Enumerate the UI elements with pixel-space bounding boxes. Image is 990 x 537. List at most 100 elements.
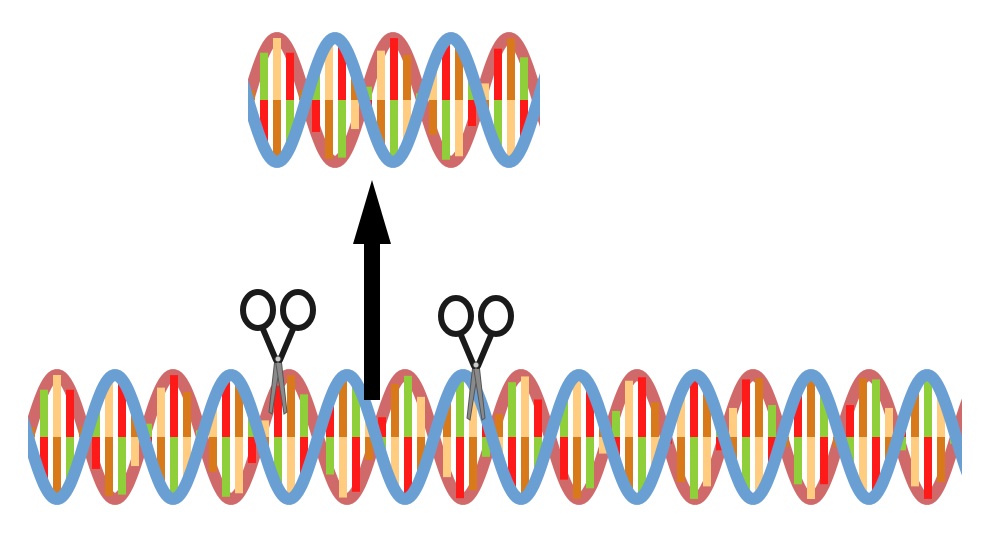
dna-strand-blue [28,369,962,505]
base-pair [260,52,268,100]
base-pair [378,417,386,437]
base-pair [963,437,971,472]
base-pair [14,437,22,469]
base-pair [92,437,100,469]
base-pair [573,375,581,437]
base-pair [222,437,230,497]
base-pair [40,389,48,437]
base-pair [377,100,385,150]
base-pair [235,437,243,494]
base-pair [287,375,295,437]
base-pair [638,437,646,497]
base-pair [300,437,308,480]
base-pair [521,376,529,437]
base-pair [170,437,178,499]
base-pair [807,375,815,437]
base-pair [66,389,74,437]
base-pair [651,402,659,437]
base-pair [455,43,463,100]
base-pair [911,437,919,487]
base-pair [937,437,945,483]
scissor-ring [478,295,514,337]
base-pair [508,382,516,437]
base-pair [586,385,594,437]
base-pair [105,437,113,496]
base-pair [768,405,776,437]
base-pair [274,385,282,437]
base-pair [261,420,269,437]
base-pair [260,100,268,148]
base-pair [534,437,542,475]
base-pair [507,100,515,162]
base-pair [742,379,750,437]
base-pair [924,437,932,499]
base-pair [690,375,698,437]
excised-dna-segment [234,32,554,168]
base-pair [326,399,334,437]
base-pair [417,396,425,437]
base-pair [690,437,698,499]
scissor-ring [438,295,474,337]
long-dna-helix [14,369,971,505]
base-pair [638,377,646,437]
scissors-icon [438,295,514,421]
base-pair [339,376,347,437]
base-pair [520,100,528,143]
base-pair [157,437,165,487]
base-pair [351,100,359,130]
scissor-pivot [274,355,282,363]
base-pair [325,100,333,159]
base-pair [404,375,412,437]
base-pair [924,375,932,437]
base-pair [885,407,893,437]
base-pair [456,437,464,499]
base-pair [455,100,463,157]
base-pair [274,437,282,489]
base-pair [391,437,399,491]
base-pair [390,100,398,162]
base-pair [794,437,802,485]
base-pair [442,100,450,160]
base-pair [222,377,230,437]
base-pair [573,437,581,499]
base-pair [248,437,256,464]
base-pair [755,437,763,496]
base-pair [521,437,529,498]
base-pair [677,391,685,437]
base-pair [326,437,334,475]
base-pair [794,389,802,437]
base-pair [755,378,763,437]
scissor-pivot [472,361,480,369]
base-pair [546,62,554,100]
scissor-ring [280,289,316,331]
base-pair [234,100,242,132]
base-pair [507,38,515,100]
dna-strand-blue [248,32,540,168]
base-pair [481,83,489,100]
base-pair [131,437,139,467]
base-pair [820,437,828,485]
base-pair [742,437,750,495]
base-pair [391,383,399,437]
base-pair [520,57,528,100]
base-pair [534,399,542,437]
base-pair [287,437,295,499]
base-pair [118,437,126,495]
base-pair [560,437,568,480]
base-pair [403,54,411,100]
base-pair [468,100,476,127]
base-pair [170,375,178,437]
base-pair [859,437,867,496]
base-pair [469,383,477,437]
base-pair [338,100,346,158]
base-pair [14,405,22,437]
base-pair [234,68,242,100]
base-pair [157,387,165,437]
base-pair [482,437,490,457]
base-pair [286,52,294,100]
up-arrow-icon [353,180,391,400]
base-pair [352,382,360,437]
base-pair [417,437,425,478]
base-pair [612,410,620,437]
